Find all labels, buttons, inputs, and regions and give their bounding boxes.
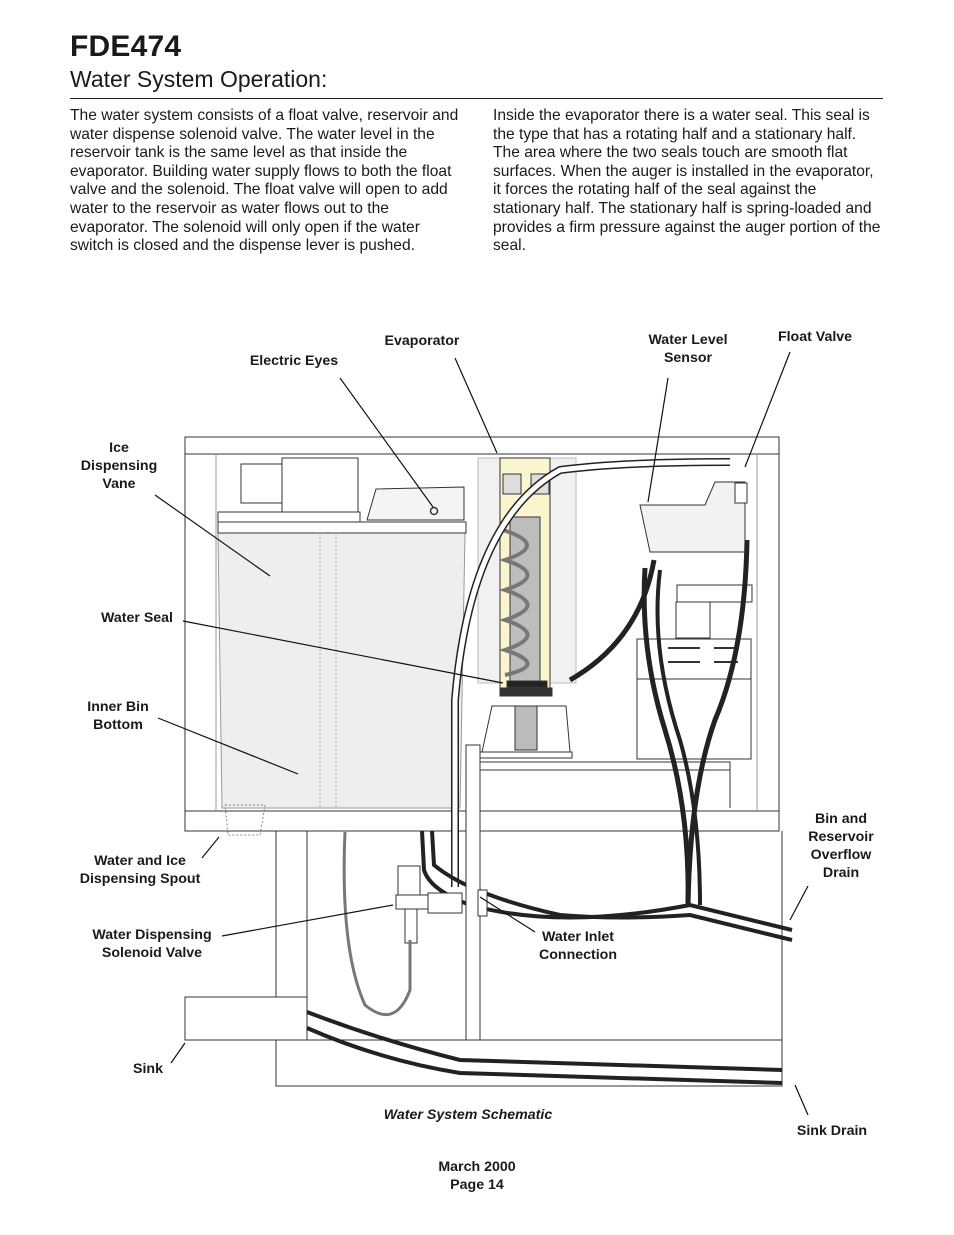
title-divider xyxy=(70,98,883,99)
label-solenoid-valve: Water Dispensing Solenoid Valve xyxy=(92,927,212,961)
label-water-inlet: Water Inlet Connection xyxy=(538,929,618,963)
label-inner-bin-bottom: Inner Bin Bottom xyxy=(87,699,149,733)
label-evaporator: Evaporator xyxy=(384,333,460,349)
label-overflow-drain: Bin and Reservoir Overflow Drain xyxy=(808,811,874,881)
label-water-seal: Water Seal xyxy=(100,610,174,626)
footer-date: March 2000 xyxy=(438,1159,516,1175)
diagram-caption: Water System Schematic xyxy=(383,1107,553,1123)
label-float-valve: Float Valve xyxy=(777,329,853,345)
page-footer: March 2000 Page 14 xyxy=(377,1159,577,1194)
label-electric-eyes: Electric Eyes xyxy=(249,353,339,369)
label-sink-drain: Sink Drain xyxy=(796,1123,868,1139)
label-water-level-sensor: Water Level Sensor xyxy=(648,332,728,366)
body-paragraph-left: The water system consists of a float val… xyxy=(70,107,459,255)
label-sink: Sink xyxy=(133,1061,163,1077)
label-water-ice-spout: Water and Ice Dispensing Spout xyxy=(79,853,201,887)
section-title: Water System Operation: xyxy=(70,66,328,92)
model-title: FDE474 xyxy=(70,30,182,63)
body-paragraph-right: Inside the evaporator there is a water s… xyxy=(493,107,881,255)
label-ice-dispensing-vane: Ice Dispensing Vane xyxy=(80,440,158,492)
footer-page-number: Page 14 xyxy=(450,1176,504,1193)
